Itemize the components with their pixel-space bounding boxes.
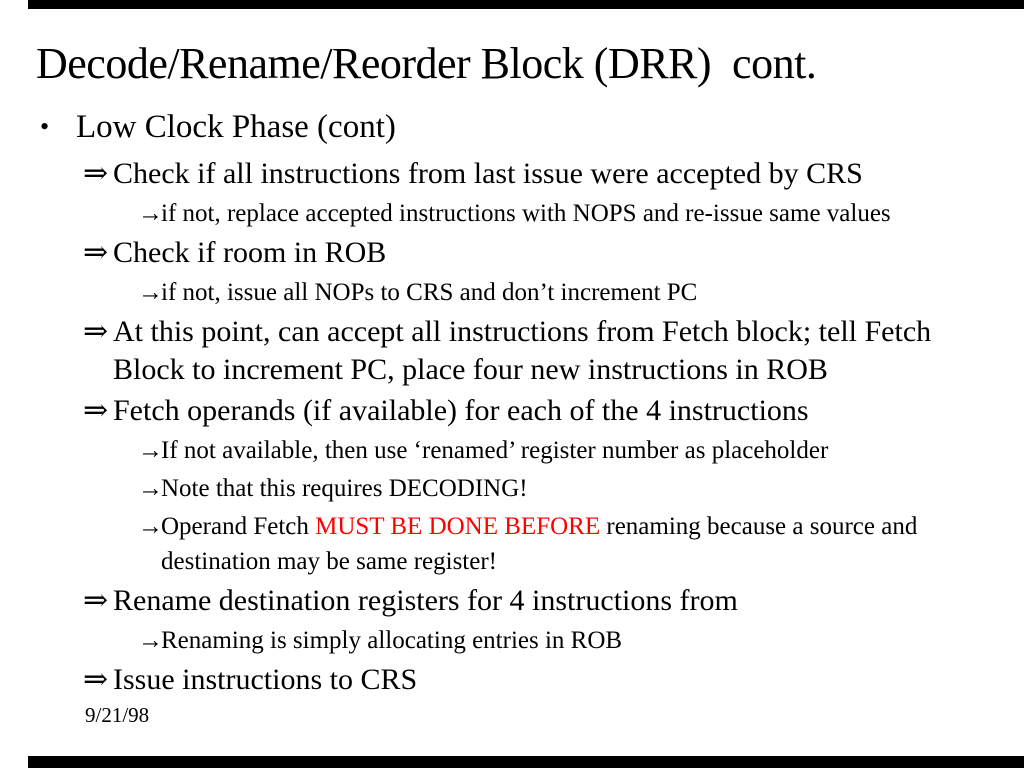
bullet-item-level-2: ⇒Check if all instructions from last iss… — [0, 155, 1024, 193]
bullet-item-level-3: →if not, issue all NOPs to CRS and don’t… — [0, 275, 1024, 310]
double-arrow-icon: ⇒ — [83, 394, 109, 427]
arrow-icon: → — [138, 437, 163, 464]
bullet-text: If not available, then use ‘renamed’ reg… — [161, 437, 829, 464]
bullet-item-level-3: →If not available, then use ‘renamed’ re… — [0, 433, 1024, 468]
double-arrow-icon: ⇒ — [83, 315, 109, 348]
bullet-list: •Low Clock Phase (cont)⇒Check if all ins… — [0, 106, 1024, 702]
slide-title: Decode/Rename/Reorder Block (DRR) cont. — [36, 39, 817, 88]
bullet-text: At this point, can accept all instructio… — [113, 315, 932, 386]
bullet-text: Check if room in ROB — [113, 236, 387, 269]
bullet-text: Check if all instructions from last issu… — [113, 157, 863, 190]
top-letterbox-bar — [28, 0, 1024, 9]
bullet-item-level-2: ⇒Rename destination registers for 4 inst… — [0, 582, 1024, 620]
double-arrow-icon: ⇒ — [83, 157, 109, 190]
bullet-text: Renaming is simply allocating entries in… — [161, 627, 623, 654]
arrow-icon: → — [138, 200, 163, 227]
bullet-text: Note that this requires DECODING! — [161, 475, 528, 502]
bottom-letterbox-bar — [28, 756, 1024, 768]
bullet-item-level-3: →Operand Fetch MUST BE DONE BEFORE renam… — [0, 509, 1024, 579]
bullet-text: Operand Fetch MUST BE DONE BEFORE renami… — [161, 513, 918, 575]
bullet-text: Fetch operands (if available) for each o… — [113, 394, 809, 427]
bullet-text: if not, issue all NOPs to CRS and don’t … — [161, 279, 698, 306]
bullet-item-level-2: ⇒Issue instructions to CRS — [0, 661, 1024, 699]
bullet-item-level-3: →Note that this requires DECODING! — [0, 471, 1024, 506]
bullet-item-level-2: ⇒Fetch operands (if available) for each … — [0, 392, 1024, 430]
footer-date: 9/21/98 — [85, 703, 150, 727]
bullet-item-level-3: →Renaming is simply allocating entries i… — [0, 623, 1024, 658]
bullet-item-level-3: →if not, replace accepted instructions w… — [0, 196, 1024, 231]
bullet-item-level-1: • Low Clock Phase (cont) — [0, 106, 1024, 148]
double-arrow-icon: ⇒ — [83, 236, 109, 269]
emphasized-text: MUST BE DONE BEFORE — [315, 513, 601, 540]
double-arrow-icon: ⇒ — [83, 584, 109, 617]
bullet-item-level-2: ⇒At this point, can accept all instructi… — [0, 313, 1024, 389]
bullet-text: Rename destination registers for 4 instr… — [113, 584, 738, 617]
bullet-item-level-2: ⇒Check if room in ROB — [0, 234, 1024, 272]
arrow-icon: → — [138, 627, 163, 654]
bullet-text: Issue instructions to CRS — [113, 663, 418, 696]
arrow-icon: → — [138, 279, 163, 306]
bullet-text: Low Clock Phase (cont) — [76, 109, 396, 145]
bullet-text: if not, replace accepted instructions wi… — [161, 200, 891, 227]
arrow-icon: → — [138, 475, 163, 502]
double-arrow-icon: ⇒ — [83, 663, 109, 696]
bullet-icon: • — [40, 112, 50, 141]
arrow-icon: → — [138, 513, 163, 540]
